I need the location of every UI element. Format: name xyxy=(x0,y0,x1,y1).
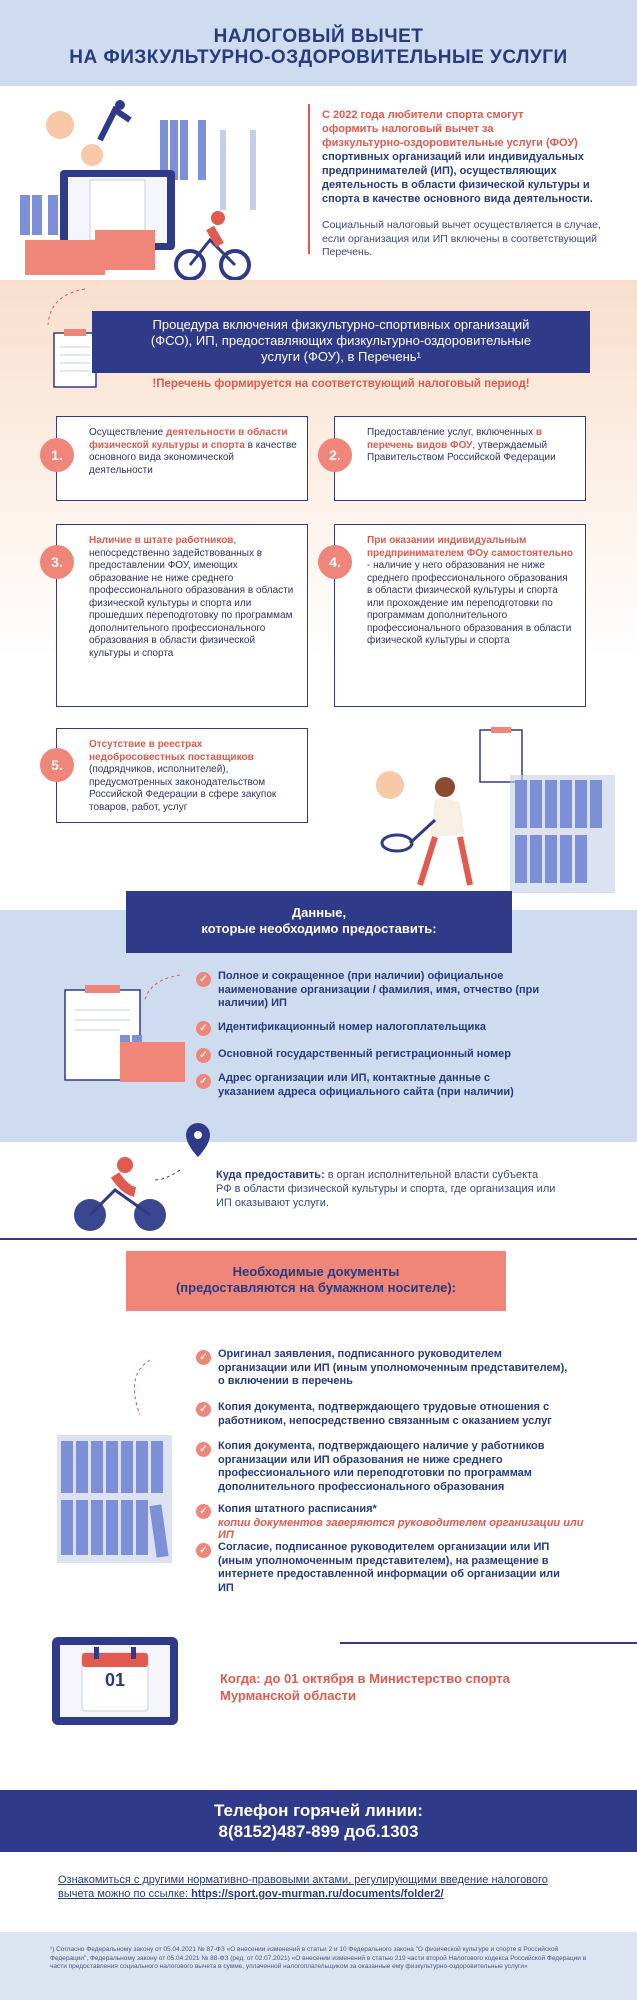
tennis-player-illustration xyxy=(376,727,615,893)
cyclist-location-illustration xyxy=(74,1123,210,1231)
section-divider xyxy=(0,1238,637,1240)
hotline-banner: Телефон горячей линии: 8(8152)487-899 до… xyxy=(0,1790,637,1852)
clipboard-icon xyxy=(47,288,97,388)
documents-illustration xyxy=(64,974,185,1082)
check-icon: ✓ xyxy=(196,1442,211,1457)
card-highlight: Наличие в штате работников xyxy=(89,535,234,546)
data-title-line2: которые необходимо предоставить: xyxy=(201,921,437,936)
check-icon: ✓ xyxy=(196,1074,211,1089)
intro-lead-coral-1: С 2022 года любители спорта смогут xyxy=(322,109,524,121)
intro-lead-coral-3: физкультурно-оздоровительные услуги (ФОУ… xyxy=(322,137,578,149)
card-text: , утверждаемый Правительством Российской… xyxy=(367,439,556,464)
check-icon: ✓ xyxy=(196,1048,211,1063)
criterion-number-5: 5. xyxy=(40,748,74,782)
data-item-2: Идентификационный номер налогоплательщик… xyxy=(218,1021,486,1033)
acts-link-block: Ознакомиться с другими нормативно-правов… xyxy=(58,1873,558,1901)
card-highlight: Отсутствие в реестрах недобросовестных п… xyxy=(89,739,254,763)
check-icon: ✓ xyxy=(196,1350,211,1365)
card-text: - наличие у него образования не ниже сре… xyxy=(367,560,572,646)
criterion-card-3: Наличие в штате работников, непосредстве… xyxy=(56,524,308,707)
criterion-card-1: Осуществление деятельности в области физ… xyxy=(56,416,308,501)
document-item-5: Согласие, подписанное руководителем орга… xyxy=(218,1541,560,1594)
intro-lead: С 2022 года любители спорта смогут оформ… xyxy=(322,108,622,206)
card-text: Предоставление услуг, включенных xyxy=(367,427,536,438)
data-section-title: Данные, которые необходимо предоставить: xyxy=(126,891,512,953)
check-icon: ✓ xyxy=(196,1504,211,1519)
criterion-number-1: 1. xyxy=(40,438,74,472)
acts-link-url[interactable]: https://sport.gov-murman.ru/documents/fo… xyxy=(191,1888,444,1900)
criterion-number-3: 3. xyxy=(40,545,74,579)
where-label: Куда предоставить: xyxy=(216,1169,325,1181)
data-item-4: Адрес организации или ИП, контактные дан… xyxy=(218,1072,514,1098)
document-item-2: Копия документа, подтверждающего трудовы… xyxy=(218,1401,552,1427)
check-icon: ✓ xyxy=(196,972,211,987)
intro-lead-coral-2: оформить налоговый вычет за xyxy=(322,123,494,135)
document-item-1: Оригинал заявления, подписанного руковод… xyxy=(218,1348,568,1387)
acts-link-text: Ознакомиться с другими нормативно-правов… xyxy=(58,1874,548,1900)
criterion-card-2: Предоставление услуг, включенных в переч… xyxy=(334,416,586,501)
header-title-line1: НАЛОГОВЫЙ ВЫЧЕТ xyxy=(213,26,424,47)
data-title-line1: Данные, xyxy=(291,905,347,920)
card-highlight: При оказании индивидуальным предпринимат… xyxy=(367,535,574,559)
deadline-divider xyxy=(340,1642,637,1644)
intro-lead-navy: спортивных организаций или индивидуальны… xyxy=(322,151,593,205)
procedure-title: Процедура включения физкультурно-спортив… xyxy=(92,311,590,373)
where-text: в орган исполнительной власти субъекта Р… xyxy=(216,1169,556,1209)
check-icon: ✓ xyxy=(196,1543,211,1558)
documents-title-line1: Необходимые документы xyxy=(232,1264,400,1279)
coin-icon xyxy=(81,144,103,166)
document-item-3: Копия документа, подтверждающего наличие… xyxy=(218,1440,545,1493)
criterion-number-4: 4. xyxy=(318,545,352,579)
documents-title-line2: (предоставляются на бумажном носителе): xyxy=(175,1280,457,1295)
documents-note: копии документов заверяются руководителе… xyxy=(218,1517,584,1541)
hotline-phone[interactable]: 8(8152)487-899 доб.1303 xyxy=(218,1822,419,1841)
deadline-text: Когда: до 01 октября в Министерство спор… xyxy=(220,1671,510,1703)
procedure-title-line2: (ФСО), ИП, предоставляющих физкультурно-… xyxy=(150,333,532,348)
procedure-title-line1: Процедура включения физкультурно-спортив… xyxy=(152,317,530,332)
documents-title: Необходимые документы (предоставляются н… xyxy=(126,1251,506,1311)
laptop-cyclist-illustration xyxy=(20,100,256,280)
header: НАЛОГОВЫЙ ВЫЧЕТ НА ФИЗКУЛЬТУРНО-ОЗДОРОВИ… xyxy=(0,0,637,86)
criterion-card-5: Отсутствие в реестрах недобросовестных п… xyxy=(56,728,308,823)
coin-icon xyxy=(376,771,404,799)
card-text: Осуществление xyxy=(89,427,166,438)
procedure-warning: !Перечень формируется на соответствующий… xyxy=(152,378,530,390)
calendar-day: 01 xyxy=(104,1670,126,1690)
document-item-4: Копия штатного расписания* xyxy=(218,1503,377,1515)
procedure-title-line3: услуги (ФОУ), в Перечень¹ xyxy=(261,349,421,364)
footnote: ¹) Согласно Федеральному закону от 05.04… xyxy=(0,1932,637,2000)
criterion-card-4: При оказании индивидуальным предпринимат… xyxy=(334,524,586,707)
intro-divider xyxy=(308,104,310,254)
header-title-line2: НА ФИЗКУЛЬТУРНО-ОЗДОРОВИТЕЛЬНЫЕ УСЛУГИ xyxy=(69,47,568,68)
card-text: в качестве основного вида экономической … xyxy=(89,439,297,476)
card-text: (подрядчиков, исполнителей), предусмотре… xyxy=(89,764,277,813)
check-icon: ✓ xyxy=(196,1402,211,1417)
card-highlight: деятельности в области физической культу… xyxy=(89,427,288,451)
card-text: , непосредственно задействованных в пред… xyxy=(89,535,294,659)
location-pin-icon xyxy=(186,1123,210,1157)
criterion-number-2: 2. xyxy=(318,438,352,472)
where-info: Куда предоставить: в орган исполнительно… xyxy=(216,1168,556,1210)
calendar-laptop-illustration xyxy=(52,1637,178,1725)
data-item-1: Полное и сокращенное (при наличии) офици… xyxy=(218,970,540,1009)
intro-note: Социальный налоговый вычет осуществляетс… xyxy=(322,219,601,258)
card-highlight: в перечень видов ФОУ xyxy=(367,427,543,451)
data-item-3: Основной государственный регистрационный… xyxy=(218,1048,511,1060)
check-icon: ✓ xyxy=(196,1021,211,1036)
binders-shelf-illustration xyxy=(57,1359,172,1563)
hotline-label: Телефон горячей линии: xyxy=(214,1801,423,1820)
coin-icon xyxy=(46,111,74,139)
